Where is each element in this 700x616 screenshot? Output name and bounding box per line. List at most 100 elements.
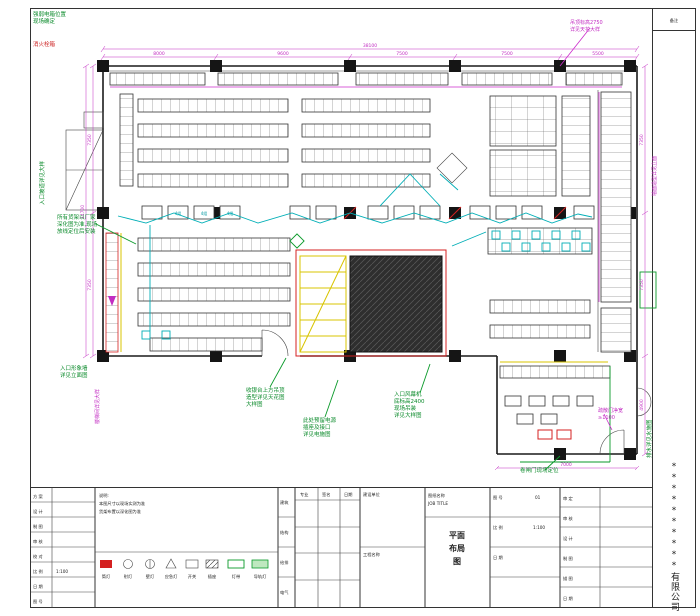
svg-text:比 例: 比 例 [493, 524, 503, 531]
right-zone [598, 91, 657, 353]
shelving [105, 72, 623, 353]
central-room [295, 249, 447, 357]
annotation: 收银台上方吊顶 [246, 386, 285, 394]
svg-text:应急灯: 应急灯 [165, 573, 178, 580]
svg-text:日 期: 日 期 [33, 584, 43, 590]
svg-text:图 号: 图 号 [493, 495, 503, 501]
annotation: 楼梯间详见大样 [94, 389, 101, 424]
annotation: 深化图为准,现场 [57, 220, 98, 228]
svg-text:7500: 7500 [501, 51, 513, 57]
svg-text:设 计: 设 计 [33, 508, 43, 515]
annotation: 此处预留电源 [303, 416, 337, 424]
svg-text:14700: 14700 [80, 205, 86, 219]
svg-text:4900: 4900 [639, 399, 645, 411]
project-label: 工程名称 [363, 551, 380, 558]
svg-text:筒灯: 筒灯 [102, 573, 111, 580]
annotation: 排水详见水施图 [645, 419, 653, 458]
legend-symbol-tracklight [251, 559, 269, 569]
annotation: 疏散门净宽 [598, 407, 623, 414]
svg-text:9600: 9600 [277, 51, 289, 57]
svg-text:日期: 日期 [344, 492, 352, 498]
annotation: 入口形象墙 [60, 364, 88, 372]
annotation: 详见大样图 [394, 411, 422, 419]
svg-text:专业: 专业 [300, 491, 308, 498]
annotation: 现场确定 [33, 17, 56, 25]
svg-text:灯带: 灯带 [232, 573, 240, 580]
legend-symbol-switch [185, 559, 199, 569]
owner-label: 建设单位 [363, 491, 380, 498]
svg-text:7500: 7500 [396, 51, 408, 57]
svg-text:给排: 给排 [280, 559, 289, 566]
annotation: 现场吊装 [394, 404, 417, 412]
wall-shelf-strip [105, 232, 119, 353]
circuit-lines [117, 173, 593, 331]
annotations: 强弱电箱位置 现场确定 消火栓箱 入口坡道详见大样 所有货架以厂家 深化图为准,… [33, 10, 658, 474]
svg-text:电气: 电气 [280, 589, 289, 595]
svg-text:38100: 38100 [363, 43, 377, 49]
annotation: 入口风幕机 [394, 390, 422, 398]
annotation: 放线定位后安装 [57, 227, 96, 235]
annotation: 消火栓箱 [33, 40, 56, 48]
annotation: 大样图 [246, 400, 263, 408]
annotation: 墙面造型详见立面 [651, 156, 658, 196]
notes-title: 说明: [99, 492, 109, 499]
fixture-label: 4组 [175, 210, 182, 216]
flow-arrow [108, 296, 116, 306]
annex [499, 361, 625, 463]
annotation: 造型详见天花图 [246, 393, 285, 401]
svg-text:7350: 7350 [87, 134, 93, 146]
svg-text:导轨灯: 导轨灯 [254, 573, 267, 580]
svg-text:审 核: 审 核 [33, 538, 44, 545]
annotation: 所有货架以厂家 [57, 213, 96, 221]
svg-text:1:100: 1:100 [533, 525, 545, 530]
annex-door-arc [599, 429, 625, 455]
annotation: 底标高2400 [394, 397, 425, 405]
svg-text:1:100: 1:100 [56, 569, 68, 574]
svg-text:5500: 5500 [592, 51, 604, 57]
svg-text:制 图: 制 图 [563, 555, 573, 562]
fixture-label: 4组 [201, 210, 208, 216]
svg-text:设 计: 设 计 [563, 535, 573, 542]
svg-text:结构: 结构 [280, 529, 288, 536]
svg-text:日 期: 日 期 [563, 596, 573, 602]
entrance-door-arc [261, 329, 289, 357]
svg-text:审 定: 审 定 [563, 495, 573, 502]
jobtitle-label: 图纸名称 [428, 492, 445, 499]
note-line: 货架布置以深化图为准 [99, 508, 141, 515]
legend-symbol-downlight [100, 560, 112, 568]
company-name: **********有限公司 [669, 462, 680, 612]
svg-text:7350: 7350 [87, 279, 93, 291]
svg-text:7350: 7350 [639, 134, 645, 146]
svg-text:签名: 签名 [322, 491, 330, 498]
svg-text:描 图: 描 图 [563, 575, 573, 582]
svg-text:7000: 7000 [560, 462, 572, 468]
dimension-lines: 8000 9600 7500 7500 5500 38100 7350 7350… [80, 43, 649, 471]
svg-text:建筑: 建筑 [280, 499, 289, 506]
annotation: 卷闸门现场定位 [520, 466, 559, 474]
annotation: 插座及接口 [303, 423, 331, 431]
svg-text:日 期: 日 期 [493, 555, 503, 561]
legend-symbol-spotlight [123, 559, 133, 569]
drawing-title: 图 [453, 557, 461, 566]
note-cell-label: 备注 [670, 17, 679, 24]
legend-symbol-emergency [165, 558, 177, 569]
legend-symbol-striplight [227, 559, 245, 569]
annotation: 详见天花大样 [570, 26, 600, 33]
svg-text:插座: 插座 [208, 573, 216, 580]
annotation: 详见电施图 [303, 430, 331, 438]
cold-room-hatched [349, 255, 443, 353]
annotation: ≥1100 [598, 415, 615, 421]
svg-text:射灯: 射灯 [124, 573, 133, 580]
svg-text:7350: 7350 [639, 279, 645, 291]
outdoor-unit [639, 271, 657, 309]
svg-text:图 号: 图 号 [33, 599, 43, 605]
svg-text:01: 01 [535, 495, 541, 500]
title-block: 方 案 设 计 制 图 审 核 校 对 比 例 1:100 日 期 图 号 说明… [30, 462, 680, 612]
note-line: 本图尺寸以现场实测为准 [99, 500, 145, 507]
svg-text:审 核: 审 核 [563, 515, 574, 522]
svg-text:壁灯: 壁灯 [146, 573, 155, 580]
annotation: 吊顶标高2750 [570, 19, 603, 26]
svg-text:校 对: 校 对 [33, 553, 43, 560]
jobtitle-en: JOB TITLE [427, 501, 448, 506]
